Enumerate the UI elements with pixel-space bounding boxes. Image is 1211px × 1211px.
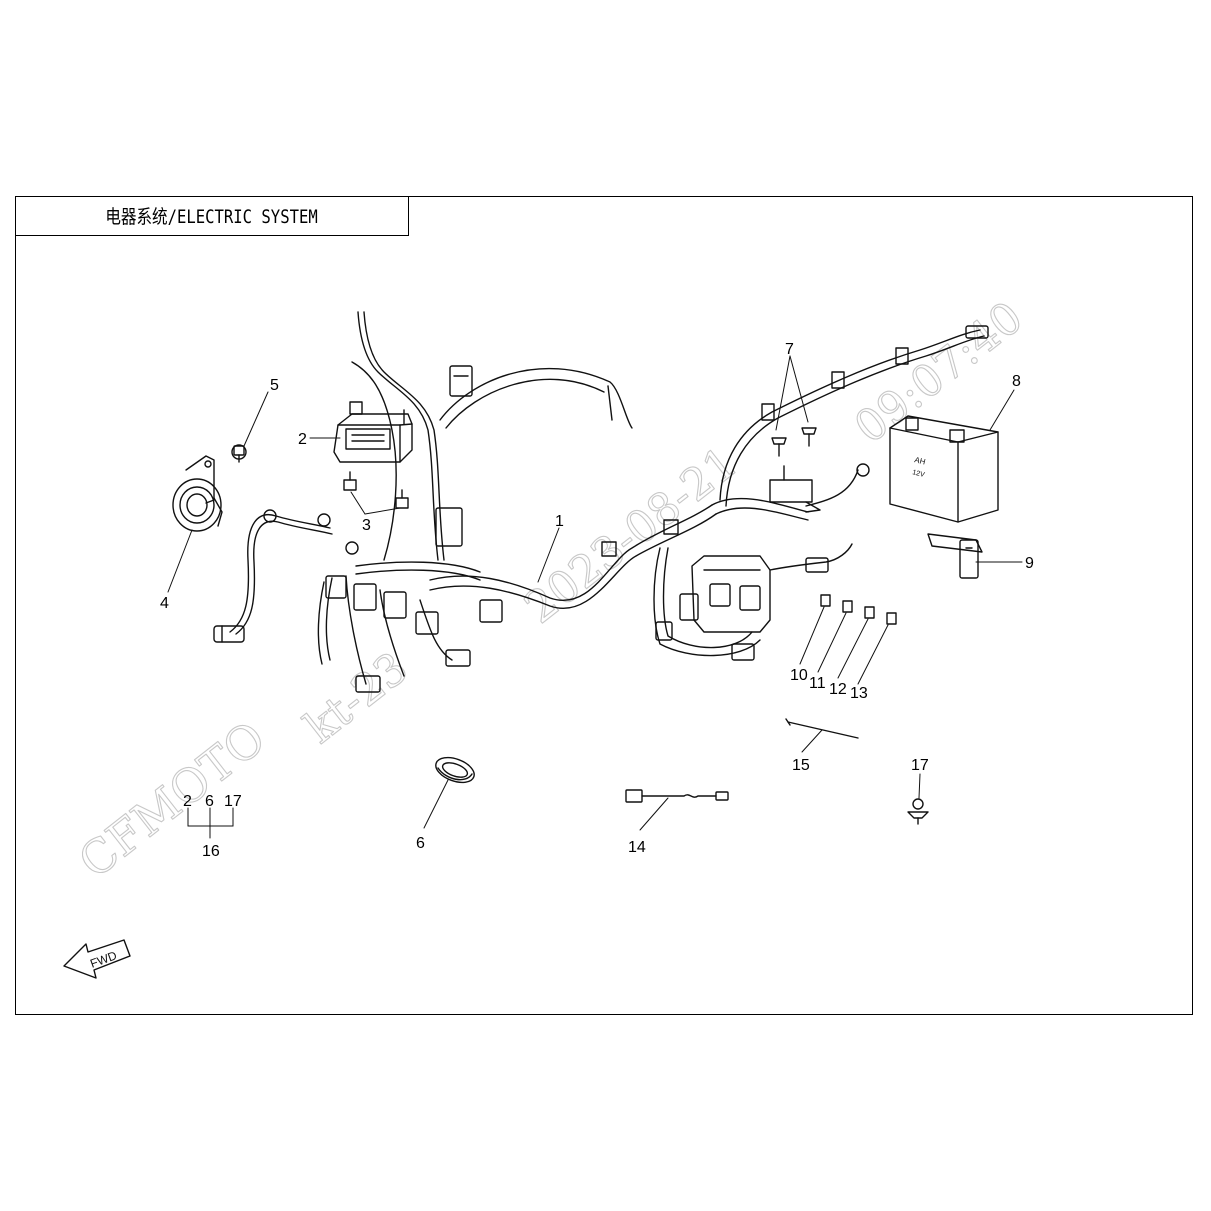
fwd-arrow: FWD xyxy=(63,939,131,979)
part-10-fuse[interactable] xyxy=(820,594,831,607)
callout-12: 12 xyxy=(829,681,847,698)
callout-4: 4 xyxy=(160,595,169,612)
callout-14: 14 xyxy=(628,839,646,856)
leader-lines xyxy=(167,355,1023,839)
part-1-main-harness[interactable] xyxy=(213,311,989,693)
callout-1: 1 xyxy=(555,513,564,530)
page-title: 电器系统/ELECTRIC SYSTEM xyxy=(105,206,318,228)
part-3-screws[interactable] xyxy=(343,471,409,509)
callout-7: 7 xyxy=(785,341,794,358)
part-8-battery[interactable]: AH 12V xyxy=(889,415,999,523)
callout-13: 13 xyxy=(850,685,868,702)
callout-16-kit: 16 xyxy=(202,843,220,860)
callout-8: 8 xyxy=(1012,373,1021,390)
callout-10: 10 xyxy=(790,667,808,684)
part-7-rivets[interactable] xyxy=(771,427,817,457)
drawing-frame xyxy=(15,196,1193,1015)
kit-item-6: 6 xyxy=(205,793,214,810)
part-6-grommet[interactable] xyxy=(432,753,477,787)
callout-5: 5 xyxy=(270,377,279,394)
fwd-label: FWD xyxy=(88,948,119,971)
callout-17: 17 xyxy=(911,757,929,774)
callout-9: 9 xyxy=(1025,555,1034,572)
battery-capacity-mark: AH xyxy=(914,455,927,466)
callout-11: 11 xyxy=(809,675,826,692)
callout-labels: 1 2 3 4 5 6 7 8 9 10 11 12 13 14 15 17 2… xyxy=(160,341,1034,860)
callout-6: 6 xyxy=(416,835,425,852)
callout-3: 3 xyxy=(362,517,371,534)
kit-item-17: 17 xyxy=(224,793,242,810)
part-13-fuse[interactable] xyxy=(886,612,897,625)
part-17-clip[interactable] xyxy=(907,798,929,825)
watermark-brand: CFMOTO xyxy=(69,710,276,888)
part-9-battery-bracket[interactable] xyxy=(927,533,983,579)
part-15-cable-tie[interactable] xyxy=(785,718,859,739)
watermark-date: 2023-08-21 xyxy=(515,437,746,633)
callout-2: 2 xyxy=(298,431,307,448)
watermark-time: 09:07:40 xyxy=(845,292,1032,454)
part-5-bolt[interactable] xyxy=(231,444,247,463)
battery-voltage-mark: 12V xyxy=(912,469,926,479)
watermark-user: kt-23 xyxy=(295,643,417,754)
callout-15: 15 xyxy=(792,757,810,774)
part-2-control-module[interactable] xyxy=(333,401,413,463)
part-11-fuse[interactable] xyxy=(842,600,853,613)
part-12-fuse[interactable] xyxy=(864,606,875,619)
part-4-horn[interactable] xyxy=(172,455,223,532)
part-14-lead-wire[interactable] xyxy=(625,789,729,803)
kit-item-2: 2 xyxy=(183,793,192,810)
title-block: 电器系统/ELECTRIC SYSTEM xyxy=(15,196,409,236)
